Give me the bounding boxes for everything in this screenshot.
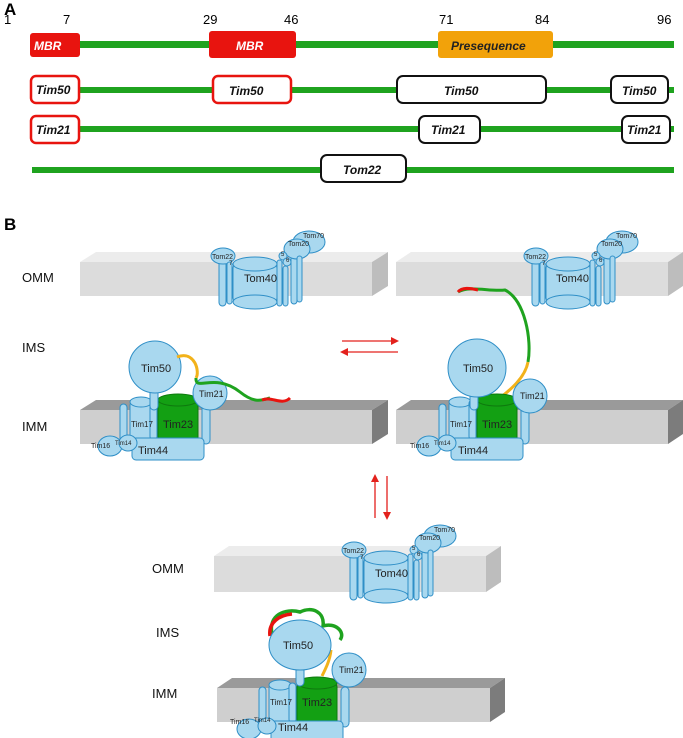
- tom5-label-3: 5: [412, 546, 416, 552]
- scene-top-right: Tom40 Tom22 Tom20 Tom70 5 6 7 Tim50 Tim2…: [396, 230, 683, 461]
- tom22-label-1: Tom22: [212, 254, 233, 261]
- tom5-label-1: 5: [281, 252, 285, 258]
- position-numbers: 1 7 29 46 71 84 96: [4, 12, 671, 27]
- tim14-label-b1: Tim14: [115, 441, 132, 447]
- tim23-label-b1: Tim23: [163, 419, 193, 431]
- pos-29: 29: [203, 12, 217, 27]
- equilibrium-arrows-vertical: [371, 474, 391, 520]
- tom22-label-3: Tom22: [343, 548, 364, 555]
- ims-label-1: IMS: [22, 340, 45, 355]
- backbone-line: [32, 41, 674, 48]
- tom22-label: Tom22: [343, 163, 382, 177]
- tim50-icon: [268, 619, 332, 671]
- tim17-label-b1: Tim17: [131, 420, 153, 429]
- tim23-label-b2: Tim23: [482, 419, 512, 431]
- tim50-label-b2: Tim50: [463, 363, 493, 375]
- pos-7: 7: [63, 12, 70, 27]
- tom7-label-1: 7: [229, 261, 233, 267]
- tom7-label-2: 7: [542, 261, 546, 267]
- tim21-icon: [512, 378, 548, 414]
- tim50-icon: [447, 338, 507, 398]
- tim50-label-b3: Tim50: [283, 640, 313, 652]
- tim21-label-b3: Tim21: [339, 665, 364, 675]
- tom7-label-3: 7: [360, 555, 364, 561]
- presequence-label: Presequence: [451, 39, 526, 53]
- mbr-region-1: [30, 33, 80, 57]
- pos-71: 71: [439, 12, 453, 27]
- pos-1: 1: [4, 12, 11, 27]
- sequence-row-domains: MBR MBR Presequence: [30, 31, 674, 58]
- tom40-label-3: Tom40: [375, 568, 408, 580]
- mbr-label-1: MBR: [34, 39, 62, 53]
- imm-label-2: IMM: [152, 686, 177, 701]
- scene-bottom: OMM IMS IMM Tom40 Tom22 Tom20 Tom70 5 6 …: [152, 524, 505, 738]
- tom22-label-2: Tom22: [525, 254, 546, 261]
- tim44-label-b1: Tim44: [138, 445, 168, 457]
- tim50-label-3: Tim50: [444, 84, 479, 98]
- tim21-label-3: Tim21: [627, 123, 662, 137]
- tim44-label-b2: Tim44: [458, 445, 488, 457]
- tim17-label-b3: Tim17: [270, 698, 292, 707]
- omm-label-1: OMM: [22, 270, 54, 285]
- scene-top-left: OMM IMS IMM Tom40 Tom22 Tom20 Tom70 5 6 …: [22, 230, 388, 461]
- ims-label-2: IMS: [156, 625, 179, 640]
- mbr-region-2: [209, 31, 296, 58]
- tim50-label-2: Tim50: [229, 84, 264, 98]
- tim50-label-1: Tim50: [36, 83, 71, 97]
- tim16-label-b2: Tim16: [410, 443, 429, 450]
- tim21-label-2: Tim21: [431, 123, 466, 137]
- tom70-label-1: Tom70: [303, 233, 324, 240]
- tim44-label-b3: Tim44: [278, 722, 308, 734]
- sequence-row-tom22: Tom22: [32, 154, 674, 183]
- sequence-row-tim21: Tim21 Tim21 Tim21: [29, 114, 674, 145]
- panel-a-letter: A: [4, 0, 16, 19]
- tim50-label-4: Tim50: [622, 84, 657, 98]
- tom20-label-2: Tom20: [601, 241, 622, 248]
- tim16-label-b3: Tim16: [230, 719, 249, 726]
- panel-b-letter: B: [4, 215, 16, 234]
- mbr-label-2: MBR: [236, 39, 264, 53]
- imm-label-1: IMM: [22, 419, 47, 434]
- pos-96: 96: [657, 12, 671, 27]
- pos-46: 46: [284, 12, 298, 27]
- tom6-label-1: 6: [286, 258, 290, 264]
- tim23-label-b3: Tim23: [302, 697, 332, 709]
- equilibrium-arrows-horizontal: [340, 337, 399, 356]
- tim14-label-b2: Tim14: [434, 441, 451, 447]
- tom70-label-3: Tom70: [434, 527, 455, 534]
- tim21-label-b1: Tim21: [199, 389, 224, 399]
- sequence-row-tim50: Tim50 Tim50 Tim50 Tim50: [29, 74, 674, 105]
- tom6-label-2: 6: [599, 258, 603, 264]
- tim21-label-b2: Tim21: [520, 391, 545, 401]
- tim21-icon: [331, 652, 367, 688]
- tom20-label-1: Tom20: [288, 241, 309, 248]
- pos-84: 84: [535, 12, 549, 27]
- tom20-label-3: Tom20: [419, 535, 440, 542]
- presequence-region: [438, 31, 553, 58]
- tom5-label-2: 5: [594, 252, 598, 258]
- tom70-label-2: Tom70: [616, 233, 637, 240]
- tom40-label-1: Tom40: [244, 273, 277, 285]
- omm-label-2: OMM: [152, 561, 184, 576]
- tim17-label-b2: Tim17: [450, 420, 472, 429]
- tom40-label-2: Tom40: [556, 273, 589, 285]
- tim21-label-1: Tim21: [36, 123, 71, 137]
- tim50-label-b1: Tim50: [141, 363, 171, 375]
- tim14-label-b3: Tim14: [254, 718, 271, 724]
- tim16-label-b1: Tim16: [91, 443, 110, 450]
- tim50-icon: [128, 340, 182, 394]
- tom6-label-3: 6: [417, 552, 421, 558]
